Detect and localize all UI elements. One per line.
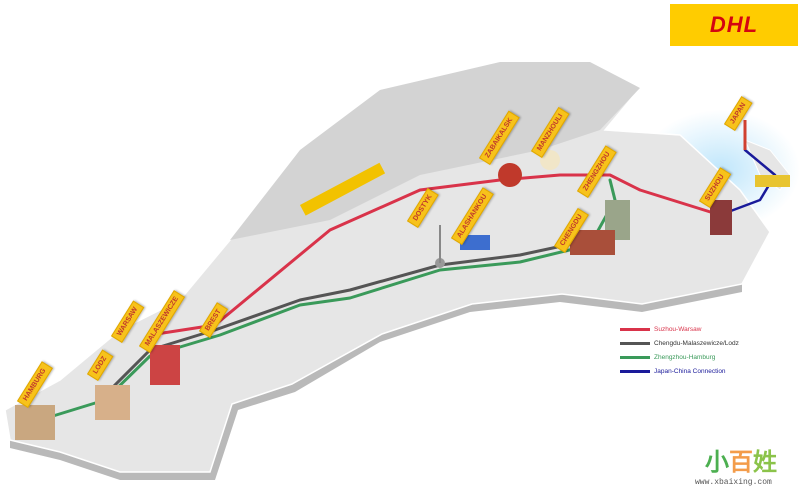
legend-label: Chengdu-Malaszewicze/Lodz [654,339,739,347]
legend-label: Suzhou-Warsaw [654,325,702,333]
landmarks [15,120,790,440]
legend-swatch [620,369,650,373]
logo-text: DHL [709,12,759,37]
dhl-logo: DHL [670,4,798,46]
watermark: 小百姓 www.xbaixing.com [665,440,795,492]
legend-item: Suzhou-Warsaw [620,322,739,336]
legend-swatch [620,341,650,345]
legend-item: Japan-China Connection [620,364,739,378]
train [300,162,386,216]
legend-swatch [620,327,650,331]
legend-label: Zhengzhou-Hamburg [654,353,716,361]
legend-swatch [620,355,650,359]
legend-label: Japan-China Connection [654,367,726,375]
watermark-url: www.xbaixing.com [695,478,772,487]
route-japan-china [718,148,777,217]
legend-item: Zhengzhou-Hamburg [620,350,739,364]
legend: Suzhou-Warsaw Chengdu-Malaszewicze/Lodz … [620,322,739,378]
watermark-logo: 小百姓 [705,449,777,476]
legend-item: Chengdu-Malaszewicze/Lodz [620,336,739,350]
